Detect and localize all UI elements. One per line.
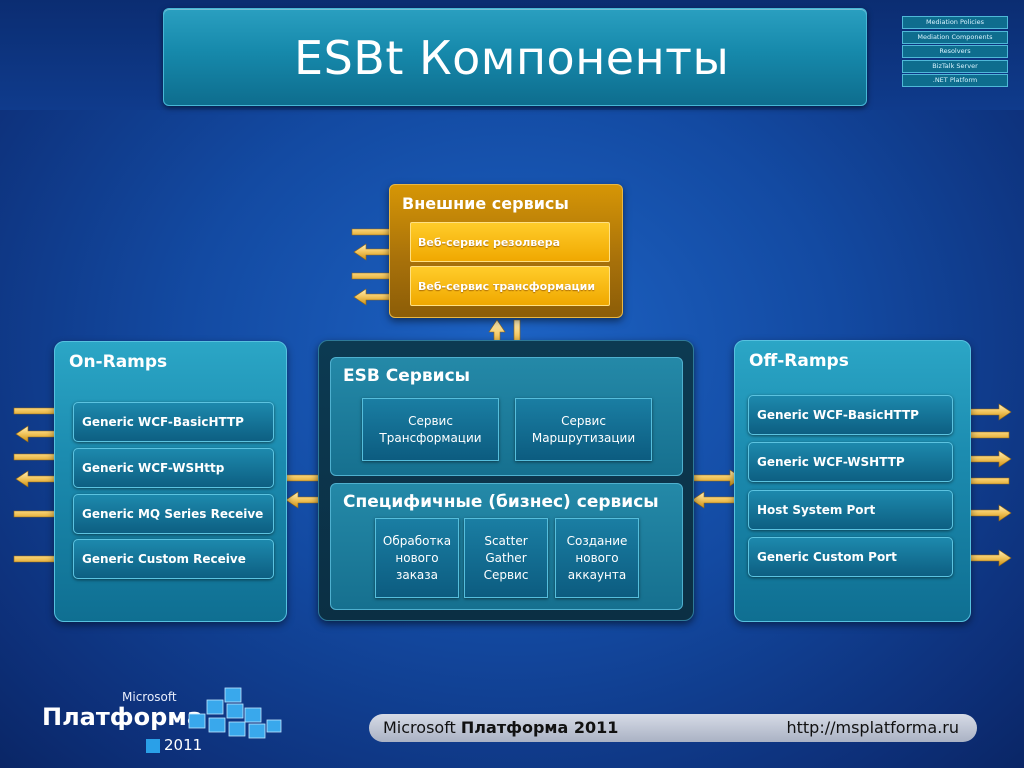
logo-square-icon xyxy=(146,739,160,753)
service-label: нового xyxy=(575,550,619,565)
service-label: Обработка xyxy=(382,533,452,548)
off-ramp-host-system-port[interactable]: Host System Port xyxy=(748,490,953,530)
off-ramp-custom-port[interactable]: Generic Custom Port xyxy=(748,537,953,577)
resolver-web-service[interactable]: Веб-сервис резолвера xyxy=(410,222,610,262)
layer-mediation-policies: Mediation Policies xyxy=(902,16,1008,29)
logo-year: 2011 xyxy=(164,736,203,754)
cubes-icon xyxy=(188,687,282,739)
on-ramp-custom-receive[interactable]: Generic Custom Receive xyxy=(73,539,274,579)
service-label: заказа xyxy=(395,567,439,582)
on-ramps-panel: On-Ramps Generic WCF-BasicHTTP Generic W… xyxy=(54,341,287,622)
off-ramps-title: Off-Ramps xyxy=(749,351,849,371)
footer-brand: Microsoft Платформа 2011 xyxy=(383,718,618,737)
layer-resolvers: Resolvers xyxy=(902,45,1008,58)
external-services-panel: Внешние сервисы Веб-сервис резолвера Веб… xyxy=(389,184,623,318)
page-title: ESBt Компоненты xyxy=(294,31,730,85)
service-label: Сервис xyxy=(408,413,453,428)
on-ramp-wcf-basichttp[interactable]: Generic WCF-BasicHTTP xyxy=(73,402,274,442)
layer-mediation-components: Mediation Components xyxy=(902,30,1008,44)
external-services-title: Внешние сервисы xyxy=(402,194,569,213)
on-ramps-title: On-Ramps xyxy=(69,352,168,372)
layer-net-platform: .NET Platform xyxy=(902,74,1008,87)
business-services-title: Специфичные (бизнес) сервисы xyxy=(343,492,659,512)
service-label: нового xyxy=(395,550,439,565)
service-label: Gather xyxy=(485,550,527,565)
business-services-group: Специфичные (бизнес) сервисы Обработка но… xyxy=(330,483,683,610)
new-order-service[interactable]: Обработка нового заказа xyxy=(375,518,459,598)
footer-brand-bold: Платформа 2011 xyxy=(460,718,619,737)
footer-brand-prefix: Microsoft xyxy=(383,718,456,737)
service-label: Трансформации xyxy=(379,430,482,445)
off-ramps-panel: Off-Ramps Generic WCF-BasicHTTP Generic … xyxy=(734,340,971,622)
transformation-web-service[interactable]: Веб-сервис трансформации xyxy=(410,266,610,306)
layer-stack: Mediation Policies Mediation Components … xyxy=(902,16,1008,89)
off-ramp-wcf-basichttp[interactable]: Generic WCF-BasicHTTP xyxy=(748,395,953,435)
logo-microsoft: Microsoft xyxy=(122,690,177,704)
layer-biztalk-server: BizTalk Server xyxy=(902,59,1008,73)
esb-services-title: ESB Сервисы xyxy=(343,366,471,386)
footer-bar: Microsoft Платформа 2011 http://msplatfo… xyxy=(369,714,977,742)
footer-url-link[interactable]: http://msplatforma.ru xyxy=(786,718,959,737)
logo-name: Платформа xyxy=(42,703,204,731)
new-account-service[interactable]: Создание нового аккаунта xyxy=(555,518,639,598)
service-label: Создание xyxy=(566,533,628,548)
title-bar: ESBt Компоненты xyxy=(163,8,867,106)
on-ramp-mq-series-receive[interactable]: Generic MQ Series Receive xyxy=(73,494,274,534)
on-ramp-wcf-wshttp[interactable]: Generic WCF-WSHttp xyxy=(73,448,274,488)
service-label: Scatter xyxy=(484,533,528,548)
service-label: Сервис xyxy=(561,413,606,428)
service-label: Маршрутизации xyxy=(531,430,636,445)
off-ramp-wcf-wshttp[interactable]: Generic WCF-WSHTTP xyxy=(748,442,953,482)
service-label: Сервис xyxy=(483,567,529,582)
service-label: аккаунта xyxy=(567,567,627,582)
